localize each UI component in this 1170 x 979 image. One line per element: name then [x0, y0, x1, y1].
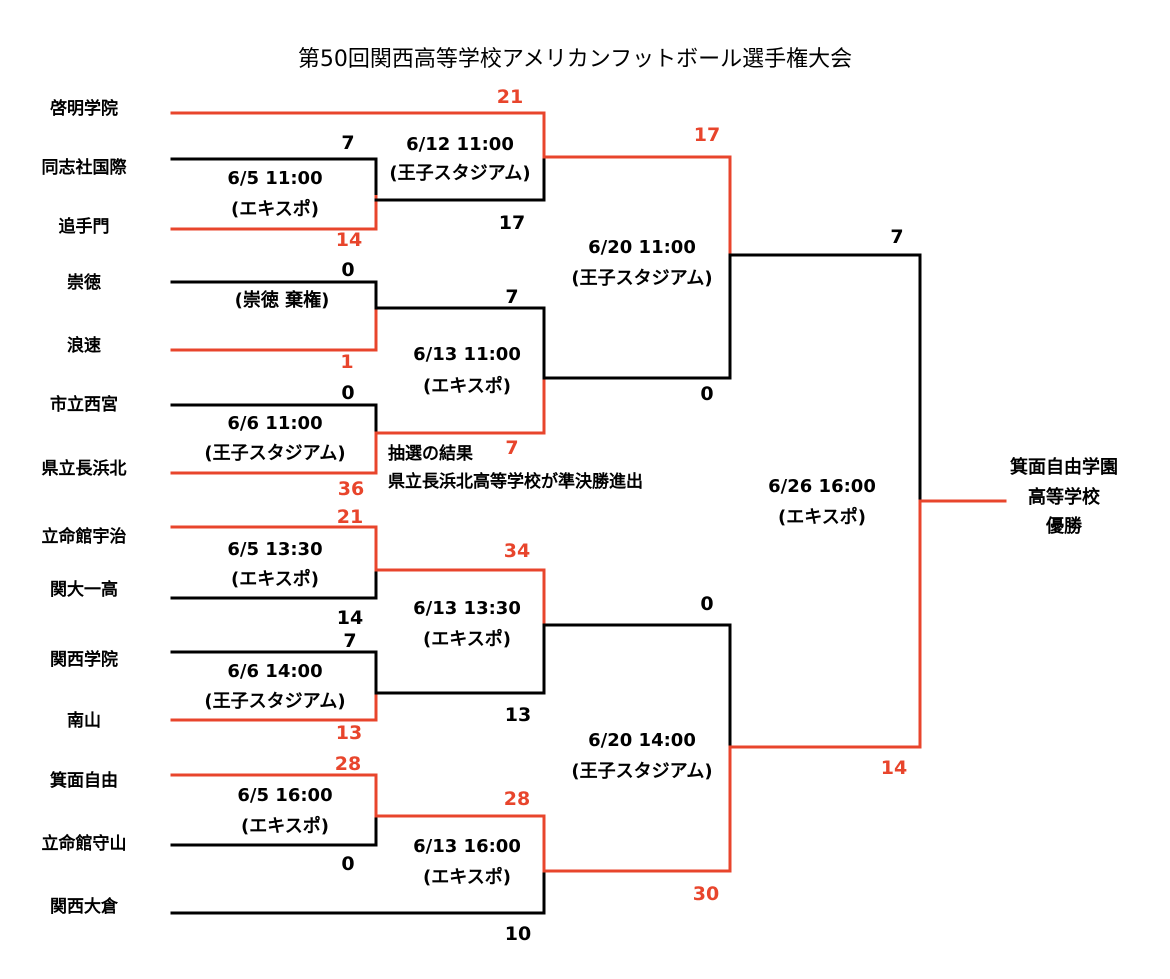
- champion-line2: 高等学校: [1028, 486, 1100, 508]
- match-venue: (王子スタジアム): [204, 443, 346, 464]
- match-date: 6/13 13:30: [413, 598, 521, 619]
- score: 0: [700, 383, 714, 405]
- bracket-line: [170, 650, 378, 695]
- team-kansai-okura: 関西大倉: [50, 897, 118, 917]
- team-doshisha-kokusai: 同志社国際: [41, 158, 127, 178]
- match-venue: (崇徳 棄権): [234, 290, 330, 311]
- score: 7: [505, 437, 519, 459]
- match-date: 6/13 11:00: [413, 344, 521, 365]
- score: 28: [334, 753, 362, 775]
- match-venue: (エキスポ): [231, 199, 319, 220]
- match-venue: (エキスポ): [423, 867, 511, 888]
- score: 13: [335, 722, 363, 744]
- team-ritsumeikan-uji: 立命館宇治: [41, 527, 127, 547]
- winner-line: [170, 195, 378, 231]
- winner-line: [170, 773, 378, 818]
- score: 7: [343, 630, 357, 652]
- winner-line: [728, 499, 922, 749]
- score: 0: [341, 259, 355, 281]
- match-venue: (王子スタジアム): [571, 268, 713, 289]
- score: 34: [503, 540, 531, 562]
- bracket-line: [542, 253, 732, 380]
- match-date: 6/20 11:00: [588, 237, 696, 258]
- team-naniwa: 浪速: [67, 336, 101, 356]
- score: 30: [692, 883, 720, 905]
- team-keimei: 啓明学院: [50, 99, 118, 119]
- score: 14: [335, 229, 363, 251]
- winner-line: [374, 568, 546, 627]
- team-mino-jiyu: 箕面自由: [50, 771, 118, 791]
- match-date: 6/6 11:00: [227, 413, 323, 434]
- team-ritsumeikan-moriyama: 立命館守山: [41, 834, 127, 854]
- match-venue: (王子スタジアム): [571, 761, 713, 782]
- match-date: 6/5 13:30: [227, 539, 323, 560]
- match-date: 6/13 16:00: [413, 836, 521, 857]
- score: 1: [340, 351, 354, 373]
- bracket-line: [374, 155, 546, 202]
- champion-label: 箕面自由学園 高等学校 優勝: [1010, 453, 1118, 542]
- score: 0: [341, 853, 355, 875]
- match-venue: (王子スタジアム): [389, 163, 531, 184]
- match-venue: (エキスポ): [423, 629, 511, 650]
- score: 17: [693, 124, 721, 146]
- match-date: 6/12 11:00: [406, 134, 514, 155]
- bracket-line: [542, 623, 732, 749]
- score: 7: [341, 132, 355, 154]
- score: 36: [337, 478, 365, 500]
- draw-note-line1: 抽選の結果: [388, 444, 473, 464]
- match-venue: (エキスポ): [423, 376, 511, 397]
- winner-line: [170, 525, 378, 572]
- score: 10: [504, 923, 532, 945]
- match-date: 6/5 11:00: [227, 168, 323, 189]
- winner-line: [374, 376, 546, 435]
- bracket-line: [170, 403, 378, 435]
- tournament-title: 第50回関西高等学校アメリカンフットボール選手権大会: [297, 47, 853, 72]
- winner-line: [170, 111, 546, 159]
- match-date: 6/6 14:00: [227, 661, 323, 682]
- champion-line3: 優勝: [1046, 516, 1082, 538]
- team-otemon: 追手門: [58, 217, 110, 237]
- score: 14: [336, 607, 364, 629]
- bracket-line: [170, 814, 378, 847]
- winner-line: [374, 814, 546, 873]
- match-venue: (エキスポ): [778, 507, 866, 528]
- team-sotoku: 崇徳: [67, 273, 101, 293]
- team-ichiritsu-nishinomiya: 市立西宮: [50, 395, 118, 415]
- draw-note-line2: 県立長浜北高等学校が準決勝進出: [388, 472, 643, 492]
- winner-line: [542, 155, 732, 257]
- bracket-line: [170, 568, 378, 600]
- score: 14: [880, 757, 908, 779]
- score: 13: [504, 704, 532, 726]
- match-venue: (王子スタジアム): [204, 691, 346, 712]
- bracket-line: [374, 306, 546, 380]
- winner-line: [542, 745, 732, 873]
- bracket-line: [728, 253, 922, 503]
- score: 21: [336, 506, 364, 528]
- score: 7: [890, 226, 904, 248]
- score: 28: [503, 788, 531, 810]
- winner-line: [170, 306, 378, 352]
- match-date: 6/5 16:00: [237, 785, 333, 806]
- team-nanzan: 南山: [67, 711, 101, 731]
- bracket-line: [374, 623, 546, 695]
- match-date: 6/20 14:00: [588, 730, 696, 751]
- match-venue: (エキスポ): [241, 816, 329, 837]
- winner-line: [170, 431, 378, 475]
- match-date: 6/26 16:00: [768, 476, 876, 497]
- match-venue: (エキスポ): [231, 569, 319, 590]
- score: 0: [341, 382, 355, 404]
- bracket-line: [170, 157, 378, 197]
- score: 0: [700, 593, 714, 615]
- team-kandai-ichiko: 関大一高: [50, 580, 118, 600]
- bracket-line: [170, 280, 378, 310]
- team-kwansei-gakuin: 関西学院: [50, 650, 118, 670]
- bracket-line: [170, 869, 546, 915]
- score: 17: [498, 212, 526, 234]
- champion-line1: 箕面自由学園: [1010, 457, 1118, 478]
- score: 21: [496, 86, 524, 108]
- score: 7: [505, 286, 519, 308]
- winner-line: [170, 691, 378, 722]
- team-kenritsu-nagahamakita: 県立長浜北: [41, 459, 127, 479]
